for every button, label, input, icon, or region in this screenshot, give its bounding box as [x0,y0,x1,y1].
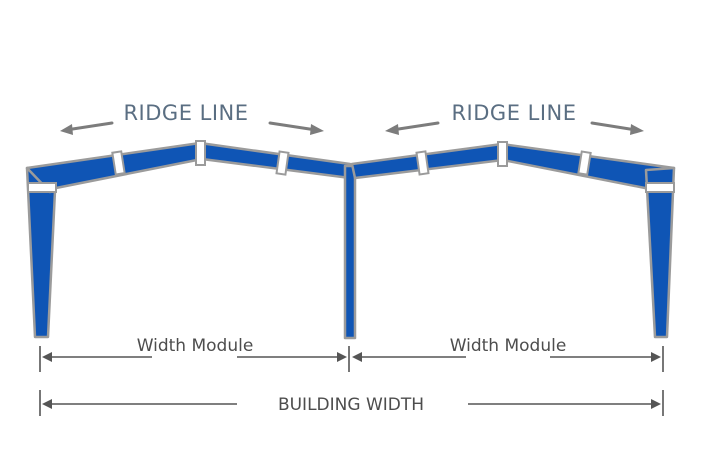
width-module-right-arrowhead-b [651,352,661,362]
building-width-arrowhead-b [651,399,661,409]
width-module-left-arrowhead-a [42,352,52,362]
left-column [25,166,58,339]
width-module-right-label: Width Module [450,336,567,356]
width-module-left-label: Width Module [137,336,254,356]
ridge-line-left: RIDGE LINE [60,101,324,135]
ridge-line-right: RIDGE LINE [385,101,644,135]
width-module-right-dimension: Width Module [352,336,664,372]
right-ridge-plate [497,141,508,167]
width-module-left-arrowhead-b [337,352,347,362]
left-ridge-plate [195,140,206,166]
right-column [644,166,676,339]
ridge-line-left-label: RIDGE LINE [123,101,248,125]
ridge-left-arrow-inward [268,121,318,132]
ridge-left-arrow-outward [64,121,114,132]
ridge-left-arrowhead-b [310,124,324,135]
building-width-arrowhead-a [42,399,52,409]
width-module-left-dimension: Width Module [39,336,350,372]
frame-left [25,140,352,339]
ridge-right-arrowhead-b [630,124,644,135]
interior-column [343,164,357,340]
ridge-line-right-label: RIDGE LINE [451,101,576,125]
right-haunch-plate [645,182,675,193]
width-module-right-arrowhead-a [352,352,362,362]
left-splice-plate-1 [111,150,126,176]
building-width-label: BUILDING WIDTH [278,395,424,415]
ridge-left-arrowhead-a [60,124,73,135]
ridge-right-arrow-outward [390,121,440,132]
left-haunch-plate [27,182,57,193]
right-splice-plate-1 [415,150,430,176]
building-width-dimension: BUILDING WIDTH [39,390,664,416]
center-column [343,164,357,340]
frame-right [350,141,676,339]
right-splice-plate-2 [577,150,592,176]
left-rafter-b [198,141,352,180]
ridge-right-arrowhead-a [385,124,399,135]
ridge-right-arrow-inward [590,121,638,132]
left-splice-plate-2 [275,150,290,176]
